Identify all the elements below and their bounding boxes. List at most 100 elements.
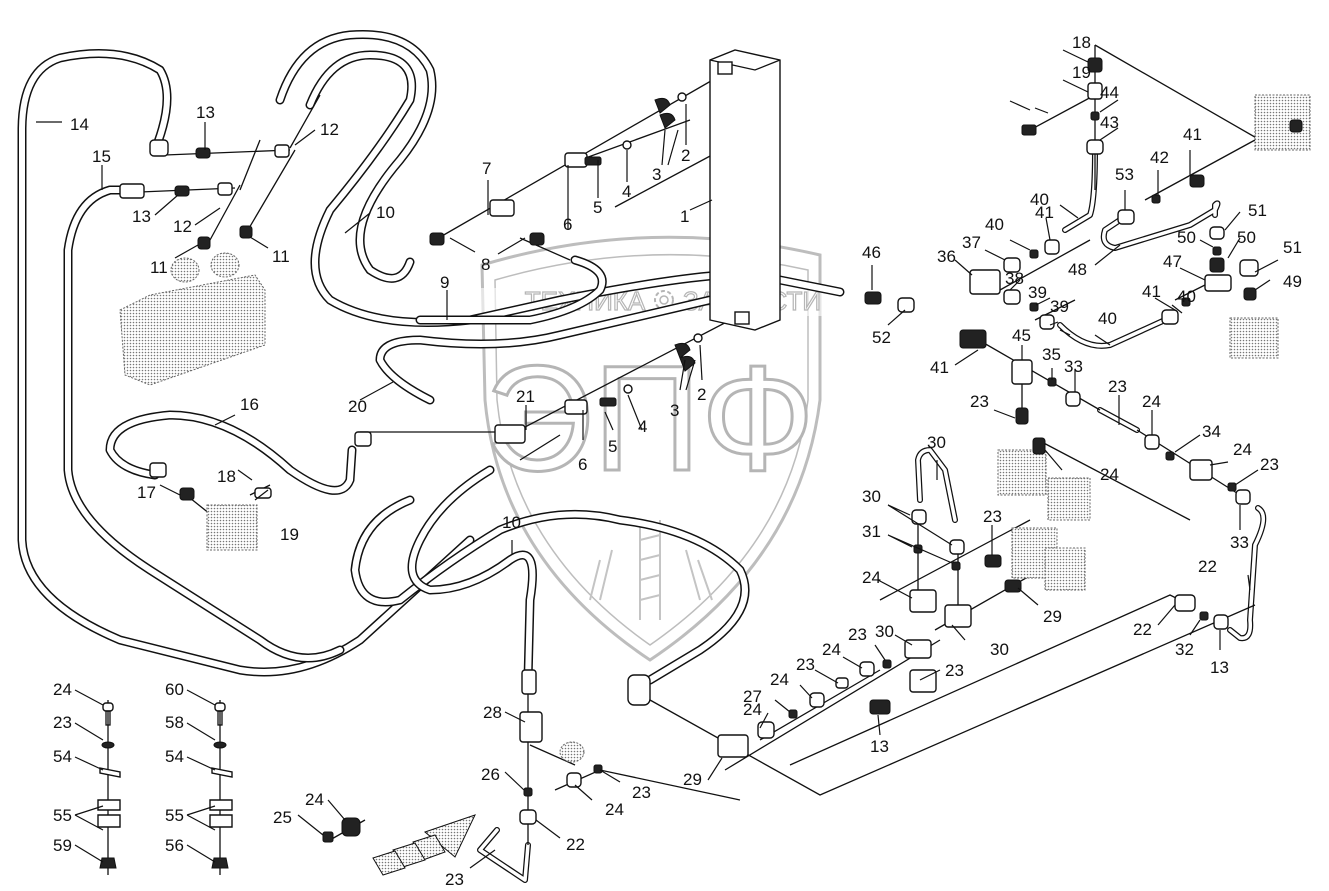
callout-label: 11 [272, 247, 290, 266]
callout-label: 39 [1050, 297, 1069, 316]
callout-label: 24 [770, 670, 789, 689]
callout-label: 43 [1100, 113, 1119, 132]
callout-label: 27 [743, 687, 762, 706]
callout-label: 9 [440, 273, 449, 292]
callout-label: 44 [1100, 83, 1119, 102]
callout-label: 17 [137, 483, 156, 502]
callout-label: 7 [482, 159, 491, 178]
callout-label: 53 [1115, 165, 1134, 184]
callout-label: 4 [638, 417, 647, 436]
callout-label: 21 [516, 387, 535, 406]
callout-label: 34 [1202, 422, 1221, 441]
callout-label: 23 [848, 625, 867, 644]
callout-label: 40 [1177, 287, 1196, 306]
callout-label: 31 [862, 522, 881, 541]
callout-label: 41 [1142, 282, 1161, 301]
watermark-shield [480, 235, 822, 662]
callout-label: 22 [566, 835, 585, 854]
callout-label: 55 [165, 806, 184, 825]
callout-label: 11 [150, 258, 168, 277]
callout-label: 25 [273, 808, 292, 827]
callout-label: 6 [578, 455, 587, 474]
callout-label: 26 [481, 765, 500, 784]
callout-label: 30 [990, 640, 1009, 659]
callout-label: 51 [1248, 201, 1267, 220]
clamp-assembly-right [209, 702, 233, 869]
callout-label: 56 [165, 836, 184, 855]
callout-label: 23 [53, 713, 72, 732]
callout-label: 40 [1098, 309, 1117, 328]
callout-label: 36 [937, 247, 956, 266]
wheat-emblem [589, 520, 713, 620]
callout-label: 37 [962, 233, 981, 252]
callout-label: 13 [870, 737, 889, 756]
pipes [477, 147, 1267, 883]
callout-label: 23 [970, 392, 989, 411]
callout-leaders [36, 49, 1279, 869]
callout-label: 24 [305, 790, 324, 809]
callout-label: 24 [1100, 465, 1119, 484]
callout-label: 33 [1064, 357, 1083, 376]
callout-label: 4 [622, 182, 631, 201]
callout-label: 1 [680, 207, 689, 226]
callout-label: 55 [53, 806, 72, 825]
callout-label: 12 [173, 217, 192, 236]
callout-label: 23 [1260, 455, 1279, 474]
callout-label: 47 [1163, 252, 1182, 271]
callout-label: 49 [1283, 272, 1302, 291]
callout-label: 13 [1210, 658, 1229, 677]
callout-label: 51 [1283, 238, 1302, 257]
callout-label: 35 [1042, 345, 1061, 364]
callout-label: 10 [502, 513, 521, 532]
callout-label: 12 [320, 120, 339, 139]
callout-label: 2 [697, 385, 706, 404]
callout-label: 24 [743, 700, 762, 719]
callout-label: 14 [70, 115, 89, 134]
callout-label: 41 [1183, 125, 1202, 144]
callout-label: 48 [1068, 260, 1087, 279]
callout-label: 19 [1072, 63, 1091, 82]
callout-label: 20 [348, 397, 367, 416]
callout-label: 8 [481, 255, 490, 274]
callout-label: 24 [862, 568, 881, 587]
callout-label: 13 [132, 207, 151, 226]
callout-label: 22 [1133, 620, 1152, 639]
callout-label: 18 [217, 467, 236, 486]
callout-label: 5 [593, 198, 602, 217]
callout-label: 30 [862, 487, 881, 506]
callout-label: 29 [1043, 607, 1062, 626]
callout-label: 3 [652, 165, 661, 184]
callout-label: 60 [165, 680, 184, 699]
callout-label: 50 [1177, 228, 1196, 247]
callout-label: 10 [376, 203, 395, 222]
watermark-logo: ЭПФ [485, 334, 815, 502]
callout-label: 54 [53, 747, 72, 766]
callout-label: 41 [930, 358, 949, 377]
callout-label: 50 [1237, 228, 1256, 247]
callout-label: 42 [1150, 148, 1169, 167]
callout-label: 40 [985, 215, 1004, 234]
hydraulic-tank [119, 252, 266, 386]
oil-cooler [709, 49, 781, 331]
callout-label: 58 [165, 713, 184, 732]
callout-label: 28 [483, 703, 502, 722]
callout-label: 5 [608, 437, 617, 456]
callout-label: 45 [1012, 326, 1031, 345]
callout-label: 3 [670, 401, 679, 420]
callout-label: 41 [1035, 203, 1054, 222]
callout-label: 46 [862, 243, 881, 262]
callout-label: 19 [280, 525, 299, 544]
callout-label: 40 [1030, 190, 1049, 209]
callout-label: 30 [875, 622, 894, 641]
callout-label: 23 [632, 783, 651, 802]
callout-label: 16 [240, 395, 259, 414]
valve-blocks [206, 94, 1311, 763]
callout-label: 30 [927, 433, 946, 452]
callout-label: 24 [822, 640, 841, 659]
callout-label: 39 [1028, 283, 1047, 302]
callout-label: 24 [1142, 392, 1161, 411]
callout-label: 6 [563, 215, 572, 234]
callout-label: 23 [983, 507, 1002, 526]
